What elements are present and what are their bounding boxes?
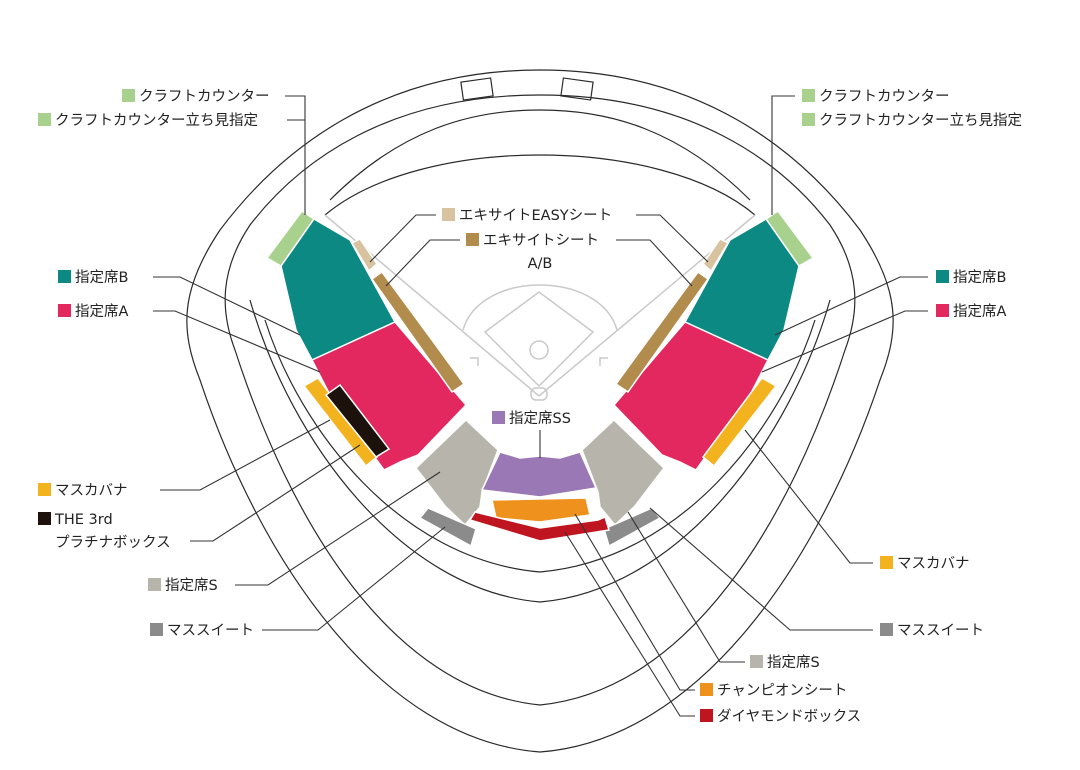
label-excite-easy: エキサイトEASYシート	[459, 208, 612, 224]
leader-line	[564, 531, 695, 717]
swatch-champion	[700, 683, 713, 696]
label-craft-counter-left: クラフトカウンター	[139, 88, 270, 105]
leader-line	[153, 276, 301, 336]
swatch-craft-counter-left	[122, 89, 135, 102]
leader-line	[616, 239, 693, 287]
label-craft-standing-right: クラフトカウンター立ち見指定	[819, 112, 1022, 129]
seat-reserved-ss[interactable]	[480, 451, 598, 498]
swatch-reserved-s-left	[148, 578, 161, 591]
infield-diamond	[483, 291, 595, 388]
swatch-excite-easy	[442, 208, 455, 221]
swatch-excite-ab	[466, 233, 479, 246]
leader-line	[262, 526, 446, 631]
swatch-masukabana-right	[880, 556, 893, 569]
leader-line	[761, 310, 928, 373]
baseball-field	[324, 214, 756, 401]
swatch-masu-suite-left	[150, 623, 163, 636]
label-masukabana-right: マスカバナ	[897, 556, 970, 572]
seat-sections	[265, 209, 815, 548]
leader-line	[190, 444, 361, 542]
leader-line	[636, 214, 709, 263]
seat-excite-easy-left[interactable]	[350, 238, 378, 273]
seat-platinum-box[interactable]	[324, 383, 391, 458]
outer-wall	[186, 69, 894, 753]
seat-masu-suite-left[interactable]	[418, 507, 477, 548]
swatch-masukabana-left	[38, 483, 51, 496]
label-diamond-box: ダイヤモンドボックス	[717, 708, 861, 725]
swatch-reserved-s-right	[750, 655, 763, 668]
swatch-reserved-a-left	[58, 304, 71, 317]
seat-excite-ab-left[interactable]	[370, 270, 466, 394]
label-masu-suite-right: マススイート	[897, 623, 984, 639]
label-craft-standing-left: クラフトカウンター立ち見指定	[55, 112, 258, 129]
seat-reserved-s-right[interactable]	[581, 418, 666, 527]
field-wall	[324, 154, 756, 216]
swatch-craft-standing-left	[38, 113, 51, 126]
seat-reserved-s-left[interactable]	[414, 418, 499, 527]
seat-excite-easy-right[interactable]	[702, 238, 730, 273]
leader-lines	[153, 95, 928, 717]
leader-line	[649, 507, 873, 631]
leader-line	[285, 95, 306, 215]
leader-line	[160, 419, 331, 491]
swatch-platinum-box	[38, 512, 51, 525]
label-reserved-a-right: 指定席A	[953, 303, 1006, 320]
swatch-craft-standing-right	[802, 113, 815, 126]
leader-line	[627, 511, 745, 663]
seat-masukabana-right[interactable]	[701, 377, 778, 468]
home-plate	[530, 387, 548, 401]
seat-diamond-box[interactable]	[468, 511, 610, 542]
concourse-ring	[224, 94, 856, 706]
label-reserved-ss: 指定席SS	[509, 410, 571, 427]
swatch-craft-counter-right	[802, 89, 815, 102]
leader-line	[153, 310, 321, 373]
pitcher-mound	[529, 340, 549, 360]
legend-labels: クラフトカウンター クラフトカウンター立ち見指定 指定席B 指定席A マスカバナ…	[38, 88, 1022, 725]
seat-champion[interactable]	[491, 497, 591, 523]
upper-ring	[329, 109, 751, 201]
swatch-reserved-a-right	[936, 304, 949, 317]
leader-line	[574, 513, 695, 691]
swatch-masu-suite-right	[880, 623, 893, 636]
leader-line	[774, 276, 928, 336]
swatch-diamond-box	[700, 709, 713, 722]
label-reserved-a-left: 指定席A	[75, 303, 128, 320]
leader-line	[771, 95, 795, 215]
swatch-reserved-b-right	[936, 270, 949, 283]
seat-excite-ab-right[interactable]	[614, 270, 710, 394]
leader-line	[385, 239, 460, 287]
label-craft-counter-right: クラフトカウンター	[819, 88, 950, 105]
leader-line	[235, 471, 441, 586]
scoreboard-left	[460, 77, 494, 101]
swatch-reserved-ss	[492, 411, 505, 424]
label-champion: チャンピオンシート	[717, 682, 847, 699]
label-masukabana-left: マスカバナ	[55, 483, 128, 499]
label-reserved-b-right: 指定席B	[953, 269, 1006, 286]
scoreboard-right	[560, 77, 594, 101]
label-platinum-line1: THE 3rd	[54, 512, 113, 528]
leader-line	[744, 429, 873, 564]
label-reserved-s-right: 指定席S	[767, 654, 820, 671]
label-reserved-b-left: 指定席B	[75, 269, 128, 286]
label-masu-suite-left: マススイート	[167, 623, 254, 639]
label-reserved-s-left: 指定席S	[165, 577, 218, 594]
swatch-reserved-b-left	[58, 270, 71, 283]
leader-line	[369, 214, 436, 263]
label-excite-ab-line2: A/B	[528, 256, 553, 272]
label-excite-ab-line1: エキサイトシート	[483, 233, 599, 249]
label-platinum-line2: プラチナボックス	[55, 534, 171, 551]
